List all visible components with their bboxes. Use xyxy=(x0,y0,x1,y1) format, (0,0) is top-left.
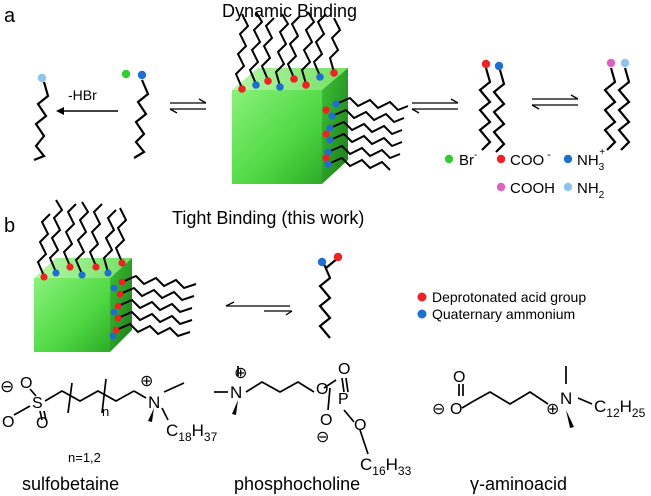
legend-ammonium-dot xyxy=(417,309,427,319)
legend-coo-dot xyxy=(496,154,506,164)
sb-name: sulfobetaine xyxy=(22,474,119,494)
panel-b-title: Tight Binding (this work) xyxy=(172,208,364,228)
panel-b-label: b xyxy=(4,215,15,237)
cube-a-side-ligands xyxy=(327,96,409,171)
nh3-dot-2 xyxy=(494,61,504,71)
hbr-label: -HBr xyxy=(68,87,97,103)
legend-cooh-label: COOH xyxy=(510,180,555,197)
legend-ammonium-label: Quaternary ammonium xyxy=(432,306,575,322)
sulfobetaine-structure: ⊖ O O O S n N ⊕ C18H37 n=1,2 sulfobetain… xyxy=(0,373,218,494)
pc-o1: O xyxy=(316,381,328,398)
pc-tail: C16H33 xyxy=(360,455,412,478)
cube-b-side-ligands xyxy=(115,274,197,338)
sb-s: S xyxy=(32,395,43,412)
pc-plus-charge: ⊕ xyxy=(234,365,247,382)
cube-a-top-headgroups xyxy=(238,69,338,93)
cube-a-top-ligands xyxy=(234,11,342,89)
sb-tail: C18H37 xyxy=(166,421,218,444)
hbr-arrowhead xyxy=(56,107,64,115)
aa-o1: O xyxy=(453,369,465,386)
legend-br-label: Br- xyxy=(459,150,477,169)
equilibrium-arrow-2 xyxy=(411,98,459,114)
sb-n-values: n=1,2 xyxy=(68,450,101,465)
br-dot xyxy=(121,69,131,79)
aa-tail: C12H25 xyxy=(594,397,646,420)
neutral-ligand xyxy=(603,67,631,151)
cube-a-side-headgroups xyxy=(322,100,340,168)
pc-o4: O xyxy=(354,417,366,434)
legend-nh3-dot xyxy=(563,154,573,164)
sb-n-atom: N xyxy=(148,393,160,412)
nh2-dot xyxy=(37,73,47,83)
cooh-dot xyxy=(606,58,616,68)
free-ammonium-dot xyxy=(317,257,327,267)
free-acid-dot xyxy=(333,252,343,262)
aa-plus-charge: ⊕ xyxy=(546,401,559,418)
pc-name: phosphocholine xyxy=(234,474,360,494)
zwitterion-ligand xyxy=(478,67,506,153)
equilibrium-arrow-1 xyxy=(169,98,207,114)
pc-minus-charge: ⊖ xyxy=(316,429,329,446)
phosphocholine-structure: ⊕ N O O O P O ⊖ C16H33 phosphocholine xyxy=(214,361,412,494)
legend-nh2-dot xyxy=(563,182,573,192)
coo-dot xyxy=(481,59,491,69)
free-ligand-nh2 xyxy=(33,81,50,162)
aa-o2: O xyxy=(450,401,462,418)
panel-a-title: Dynamic Binding xyxy=(222,1,357,21)
aa-minus-charge: ⊖ xyxy=(432,401,445,418)
legend-br-dot xyxy=(444,154,454,164)
sb-minus-charge: ⊖ xyxy=(0,377,14,396)
legend-cooh-dot xyxy=(496,182,506,192)
equilibrium-arrow-3 xyxy=(531,94,579,110)
aminoacid-structure: O O ⊖ ⊕ N C12H25 γ-aminoacid xyxy=(432,366,646,494)
legend-b: Deprotonated acid group Quaternary ammon… xyxy=(417,289,586,322)
aa-n-atom: N xyxy=(560,389,572,408)
sb-plus-charge: ⊕ xyxy=(140,373,153,390)
cube-b-top-headgroups xyxy=(40,259,126,281)
legend-acid-label: Deprotonated acid group xyxy=(432,289,586,305)
pc-o2: O xyxy=(338,361,350,378)
nh3-dot xyxy=(137,70,147,80)
free-zwitterion-ligand xyxy=(318,257,339,339)
panel-a-label: a xyxy=(4,5,16,27)
legend-coo-label: COO- xyxy=(510,149,551,169)
sb-o2: O xyxy=(2,414,14,431)
equilibrium-arrow-b xyxy=(225,301,293,316)
ligand-salt xyxy=(133,79,150,159)
sb-o1: O xyxy=(20,375,32,392)
pc-p: P xyxy=(338,391,349,408)
sb-n-sub: n xyxy=(102,404,109,419)
cube-b-top-ligands xyxy=(36,199,128,277)
aa-name: γ-aminoacid xyxy=(470,474,567,494)
legend-a: Br- COO- NH3+ COOH NH2 xyxy=(444,147,605,201)
nh2-dot-2 xyxy=(620,58,630,68)
pc-n-atom: N xyxy=(230,383,242,402)
pc-o3: O xyxy=(320,412,332,429)
cube-b-side-headgroups xyxy=(109,278,126,340)
legend-acid-dot xyxy=(417,292,427,302)
legend-nh2-label: NH2 xyxy=(577,180,605,201)
legend-nh3-label: NH3+ xyxy=(577,147,605,173)
